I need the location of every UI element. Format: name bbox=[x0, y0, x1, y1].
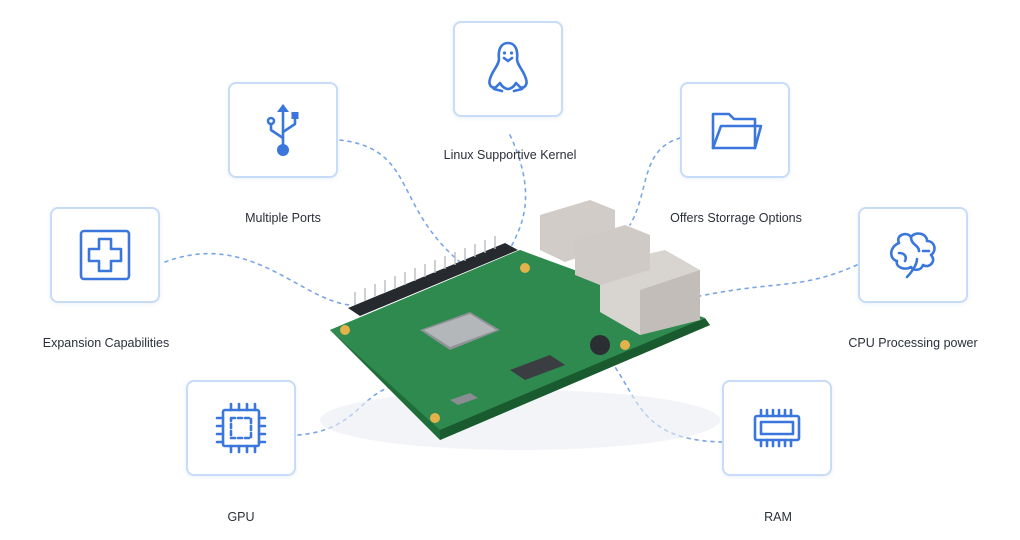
storage-card bbox=[680, 82, 790, 178]
expansion-label: Expansion Capabilities bbox=[42, 336, 170, 350]
folder-icon bbox=[711, 112, 763, 150]
ports-card bbox=[228, 82, 338, 178]
gpu-label: GPU bbox=[227, 510, 255, 524]
connector-ports bbox=[339, 139, 471, 271]
expansion-card bbox=[50, 207, 160, 303]
cpu-card bbox=[858, 207, 968, 303]
ram-card bbox=[722, 380, 832, 476]
plus-cross-icon bbox=[79, 229, 131, 281]
connector-cpu bbox=[699, 264, 858, 297]
connector-expansion bbox=[164, 252, 351, 306]
linux-label: Linux Supportive Kernel bbox=[443, 148, 577, 162]
storage-label: Offers Storrage Options bbox=[670, 211, 802, 225]
chip-icon bbox=[215, 402, 267, 454]
connector-storage bbox=[629, 137, 681, 226]
cpu-label: CPU Processing power bbox=[848, 336, 978, 350]
ram-module-icon bbox=[753, 408, 801, 448]
brain-icon bbox=[889, 232, 936, 279]
linux-penguin-icon bbox=[488, 41, 528, 93]
raspberry-pi-board bbox=[320, 200, 720, 450]
ports-label: Multiple Ports bbox=[245, 211, 321, 225]
linux-card bbox=[453, 21, 563, 117]
gpu-card bbox=[186, 380, 296, 476]
ram-label: RAM bbox=[764, 510, 792, 524]
usb-icon bbox=[266, 104, 299, 156]
